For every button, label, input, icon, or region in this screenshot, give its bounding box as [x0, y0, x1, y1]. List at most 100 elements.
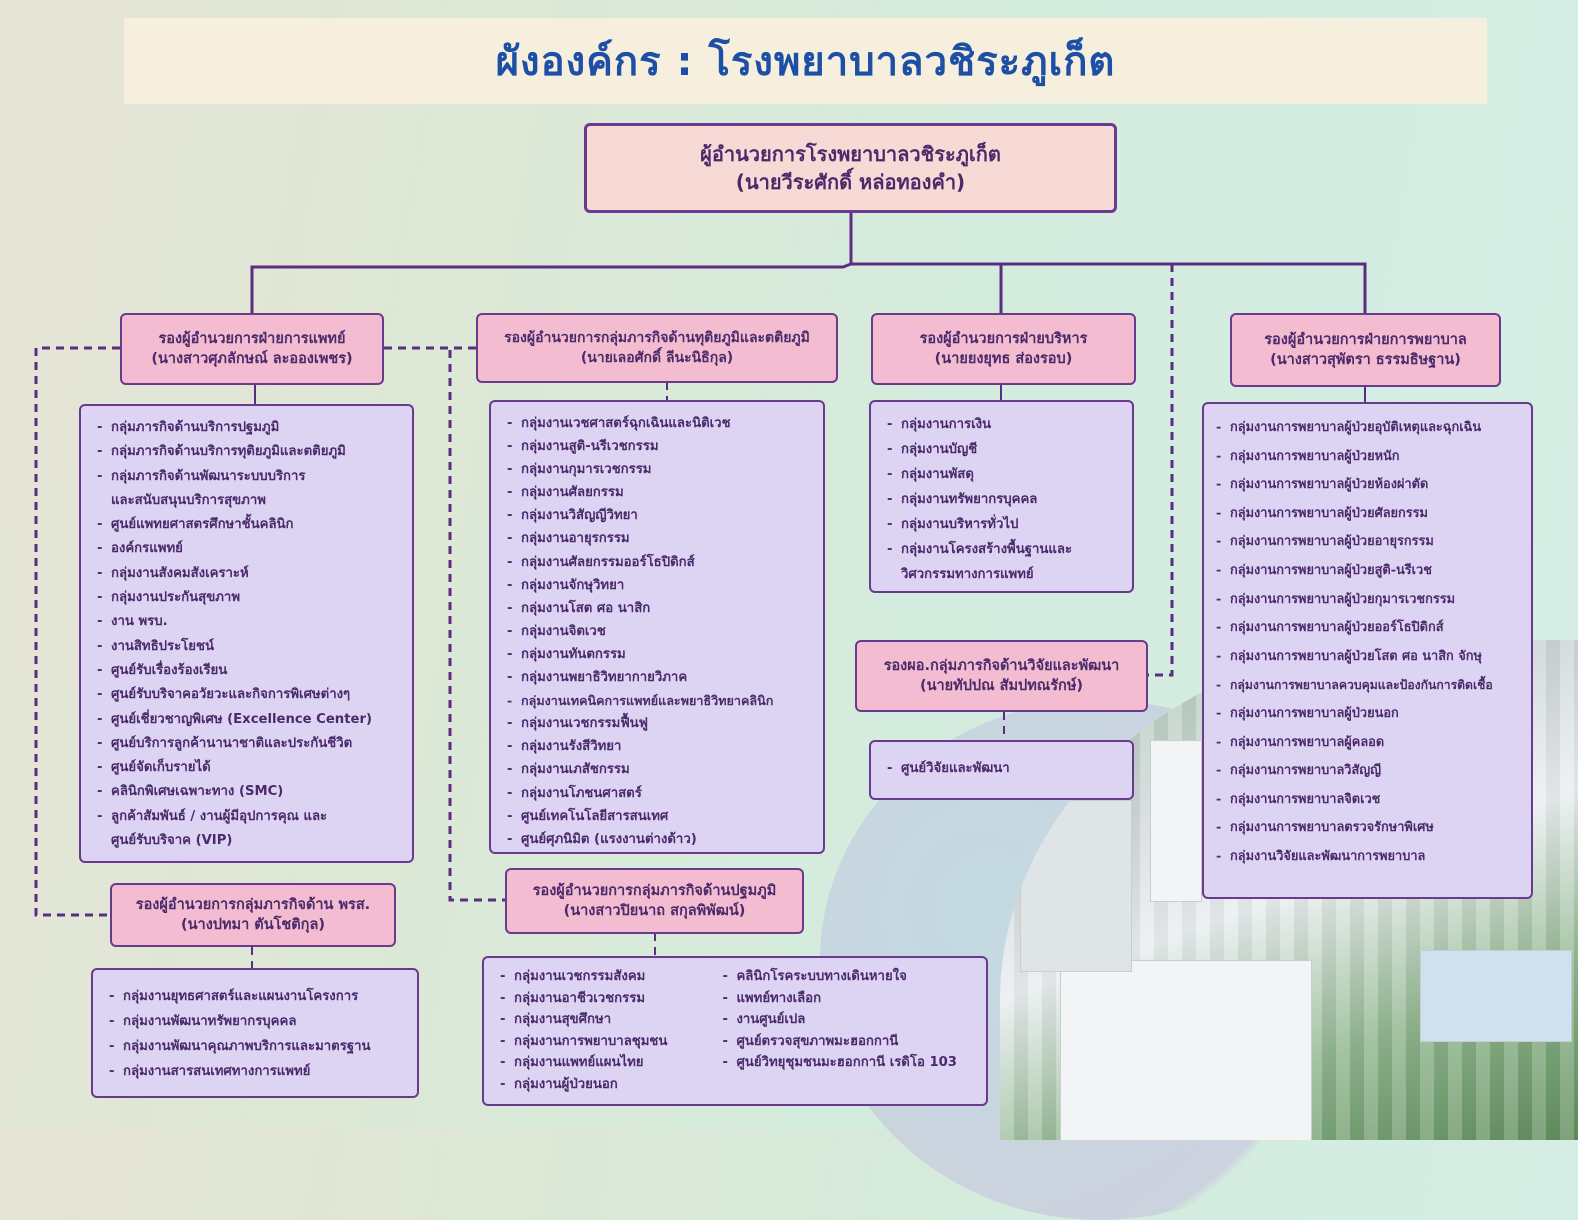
research-position: รองผอ.กลุ่มภารกิจด้านวิจัยและพัฒนา	[883, 658, 1120, 674]
list-item: ศูนย์บริการลูกค้านานาชาติและประกันชีวิต	[95, 732, 402, 757]
list-item: กลุ่มงานการพยาบาลผู้ป่วยสูติ-นรีเวช	[1214, 557, 1521, 586]
list-item: กลุ่มงานแพทย์แผนไทย	[498, 1052, 702, 1074]
list-item: กลุ่มงานการพยาบาลผู้ป่วยอายุรกรรม	[1214, 528, 1521, 557]
secondary-list: กลุ่มงานเวชศาสตร์ฉุกเฉินและนิติเวช กลุ่ม…	[505, 412, 813, 851]
list-item: งานศูนย์เปล	[720, 1009, 976, 1031]
list-item: ศูนย์วิทยุชุมชนมะฮอกกานี เรดิโอ 103	[720, 1052, 976, 1074]
list-item: กลุ่มงานโภชนศาสตร์	[505, 782, 813, 805]
photo-building	[1150, 740, 1202, 902]
network-name: (นางปทมา ตันโชติกุล)	[181, 917, 325, 933]
primary-deputy-box: รองผู้อำนวยการกลุ่มภารกิจด้านปฐมภูมิ (นา…	[505, 868, 804, 934]
medical-deputy-box: รองผู้อำนวยการฝ่ายการแพทย์ (นางสาวศุภลัก…	[120, 313, 384, 385]
list-item: กลุ่มภารกิจด้านพัฒนาระบบบริการ	[95, 465, 402, 490]
list-item: ศูนย์วิจัยและพัฒนา	[885, 751, 1122, 787]
research-name: (นายทัปปณ สัมปทณรักษ์)	[919, 678, 1084, 694]
director-position: ผู้อำนวยการโรงพยาบาลวชิระภูเก็ต	[700, 142, 1001, 166]
title-banner: ผังองค์กร : โรงพยาบาลวชิระภูเก็ต	[124, 18, 1487, 104]
list-item: กลุ่มงานทรัพยากรบุคคล	[885, 487, 1122, 512]
list-item: กลุ่มงานทันตกรรม	[505, 643, 813, 666]
photo-building	[1420, 950, 1572, 1042]
list-item: กลุ่มงานการพยาบาลควบคุมและป้องกันการติดเ…	[1214, 671, 1521, 700]
list-item: กลุ่มงานการพยาบาลผู้คลอด	[1214, 729, 1521, 758]
admin-deputy-box: รองผู้อำนวยการฝ่ายบริหาร (นายยงยุทธ ส่อง…	[871, 313, 1136, 385]
primary-name: (นางสาวปิยนาถ สกุลพิพัฒน์)	[563, 903, 746, 919]
network-list-box: กลุ่มงานยุทธศาสตร์และแผนงานโครงการ กลุ่ม…	[91, 968, 419, 1098]
list-item: กลุ่มงานจักษุวิทยา	[505, 574, 813, 597]
list-item: กลุ่มงานเภสัชกรรม	[505, 758, 813, 781]
list-item: แพทย์ทางเลือก	[720, 988, 976, 1010]
list-item: กลุ่มงานการพยาบาลจิตเวช	[1214, 786, 1521, 815]
list-item: กลุ่มงานยุทธศาสตร์และแผนงานโครงการ	[107, 984, 407, 1009]
photo-building	[1060, 960, 1312, 1140]
network-list: กลุ่มงานยุทธศาสตร์และแผนงานโครงการ กลุ่ม…	[107, 984, 407, 1084]
network-position: รองผู้อำนวยการกลุ่มภารกิจด้าน พรส.	[135, 897, 371, 913]
primary-list-right: คลินิกโรคระบบทางเดินหายใจ แพทย์ทางเลือก …	[720, 966, 976, 1095]
admin-position: รองผู้อำนวยการฝ่ายบริหาร	[919, 331, 1088, 347]
list-item: กลุ่มงานสารสนเทศทางการแพทย์	[107, 1059, 407, 1084]
list-item: ศูนย์แพทยศาสตรศึกษาชั้นคลินิก	[95, 513, 402, 538]
dashed-to-network	[34, 346, 120, 917]
list-item: กลุ่มงานอาชีวเวชกรรม	[498, 988, 702, 1010]
list-item: กลุ่มงานศัลยกรรม	[505, 481, 813, 504]
list-item: กลุ่มงานการพยาบาลผู้ป่วยศัลยกรรม	[1214, 500, 1521, 529]
list-item: ศูนย์รับบริจาคอวัยวะและกิจการพิเศษต่างๆ	[95, 683, 402, 708]
connector-lines	[34, 212, 1367, 968]
list-item: กลุ่มงานการพยาบาลผู้ป่วยออร์โธปิดิกส์	[1214, 614, 1521, 643]
list-item: กลุ่มงานการพยาบาลวิสัญญี	[1214, 757, 1521, 786]
admin-list: กลุ่มงานการเงิน กลุ่มงานบัญชี กลุ่มงานพั…	[885, 412, 1122, 587]
list-item: กลุ่มภารกิจด้านบริการทุติยภูมิและตติยภูม…	[95, 440, 402, 465]
medical-name: (นางสาวศุภลักษณ์ ละอองเพชร)	[151, 351, 353, 367]
list-item: กลุ่มงานการพยาบาลผู้ป่วยกุมารเวชกรรม	[1214, 586, 1521, 615]
list-item-continuation: และสนับสนุนบริการสุขภาพ	[111, 492, 266, 508]
research-list: ศูนย์วิจัยและพัฒนา	[885, 751, 1122, 787]
list-item: กลุ่มงานอายุรกรรม	[505, 527, 813, 550]
list-item: กลุ่มงานเทคนิคการแพทย์และพยาธิวิทยาคลินิ…	[505, 689, 813, 712]
list-item: คลินิกพิเศษเฉพาะทาง (SMC)	[95, 780, 402, 805]
list-item: กลุ่มงานรังสีวิทยา	[505, 735, 813, 758]
list-item: กลุ่มงานพัฒนาคุณภาพบริการและมาตรฐาน	[107, 1034, 407, 1059]
medical-position: รองผู้อำนวยการฝ่ายการแพทย์	[158, 331, 346, 347]
list-item: ศูนย์ศุภนิมิต (แรงงานต่างด้าว)	[505, 828, 813, 851]
list-item-continuation: ศูนย์รับบริจาค (VIP)	[111, 833, 233, 849]
list-item: กลุ่มงานพัสดุ	[885, 462, 1122, 487]
list-item: กลุ่มงานการพยาบาลผู้ป่วยห้องผ่าตัด	[1214, 471, 1521, 500]
nursing-position: รองผู้อำนวยการฝ่ายการพยาบาล	[1264, 332, 1467, 348]
admin-list-box: กลุ่มงานการเงิน กลุ่มงานบัญชี กลุ่มงานพั…	[869, 400, 1134, 593]
list-item: กลุ่มงานการพยาบาลผู้ป่วยอุบัติเหตุและฉุก…	[1214, 414, 1521, 443]
list-item: กลุ่มงานผู้ป่วยนอก	[498, 1074, 702, 1096]
list-item: กลุ่มงานการพยาบาลผู้ป่วยนอก	[1214, 700, 1521, 729]
nursing-deputy-box: รองผู้อำนวยการฝ่ายการพยาบาล (นางสาวสุพัต…	[1230, 313, 1501, 387]
connector-to-nursing	[1001, 262, 1367, 313]
admin-name: (นายยงยุทธ ส่องรอบ)	[934, 351, 1073, 367]
secondary-name: (นายเลอศักดิ์ ลีนะนิธิกุล)	[580, 350, 734, 366]
list-item: กลุ่มงานการพยาบาลตรวจรักษาพิเศษ	[1214, 814, 1521, 843]
list-item: กลุ่มงานสูติ-นรีเวชกรรม	[505, 435, 813, 458]
primary-list-left: กลุ่มงานเวชกรรมสังคม กลุ่มงานอาชีวเวชกรร…	[498, 966, 702, 1095]
list-item: กลุ่มงานพัฒนาทรัพยากรบุคคล	[107, 1009, 407, 1034]
list-item: กลุ่มงานสุขศึกษา	[498, 1009, 702, 1031]
list-item: กลุ่มงานเวชศาสตร์ฉุกเฉินและนิติเวช	[505, 412, 813, 435]
list-item: งาน พรบ.	[95, 610, 402, 635]
photo-building	[1020, 800, 1132, 972]
connector-to-admin	[851, 262, 1003, 313]
list-item: ศูนย์ตรวจสุขภาพมะฮอกกานี	[720, 1031, 976, 1053]
list-item: ศูนย์เทคโนโลยีสารสนเทศ	[505, 805, 813, 828]
primary-list-box: กลุ่มงานเวชกรรมสังคม กลุ่มงานอาชีวเวชกรร…	[482, 956, 988, 1106]
list-item: งานสิทธิประโยชน์	[95, 635, 402, 660]
secondary-list-box: กลุ่มงานเวชศาสตร์ฉุกเฉินและนิติเวช กลุ่ม…	[489, 400, 825, 854]
list-item: กลุ่มงานโครงสร้างพื้นฐานและ	[885, 537, 1122, 562]
list-item: องค์กรแพทย์	[95, 537, 402, 562]
list-item: ลูกค้าสัมพันธ์ / งานผู้มีอุปการคุณ และ	[95, 805, 402, 830]
list-item: กลุ่มงานการพยาบาลผู้ป่วยหนัก	[1214, 443, 1521, 472]
list-item: กลุ่มงานกุมารเวชกรรม	[505, 458, 813, 481]
list-item: กลุ่มงานโสต ศอ นาสิก	[505, 597, 813, 620]
research-deputy-box: รองผอ.กลุ่มภารกิจด้านวิจัยและพัฒนา (นายท…	[855, 640, 1148, 712]
nursing-list-box: กลุ่มงานการพยาบาลผู้ป่วยอุบัติเหตุและฉุก…	[1202, 402, 1533, 899]
list-item: กลุ่มงานบัญชี	[885, 437, 1122, 462]
list-item: กลุ่มงานพยาธิวิทยากายวิภาค	[505, 666, 813, 689]
list-item: กลุ่มงานศัลยกรรมออร์โธปิดิกส์	[505, 551, 813, 574]
secondary-deputy-box: รองผู้อำนวยการกลุ่มภารกิจด้านทุติยภูมิแล…	[476, 313, 838, 383]
medical-list: กลุ่มภารกิจด้านบริการปฐมภูมิ กลุ่มภารกิจ…	[95, 416, 402, 853]
list-item: ศูนย์รับเรื่องร้องเรียน	[95, 659, 402, 684]
connector-to-medical	[250, 262, 852, 313]
